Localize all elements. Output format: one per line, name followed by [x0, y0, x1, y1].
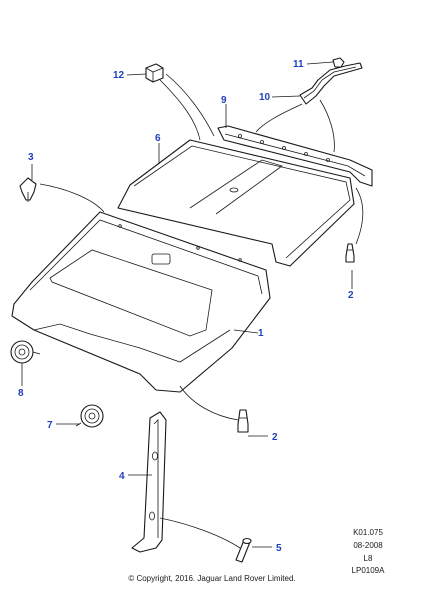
part-2-screw-upper — [345, 243, 355, 263]
callout-12: 12 — [113, 70, 125, 81]
part-8-coil — [10, 340, 41, 364]
callout-11: 11 — [293, 59, 304, 70]
callout-3: 3 — [28, 152, 34, 163]
reference-date: 08-2008 — [353, 541, 383, 550]
part-5-bolt — [235, 537, 252, 563]
callout-5: 5 — [276, 543, 282, 554]
part-11-clip — [332, 57, 345, 68]
callout-7: 7 — [47, 420, 53, 431]
callout-10: 10 — [259, 92, 271, 103]
part-3-push-clip — [19, 177, 37, 202]
part-2-screw-lower — [237, 409, 249, 433]
reference-code: K01.075 — [353, 528, 383, 537]
callout-9: 9 — [221, 95, 227, 106]
callout-1: 1 — [258, 328, 264, 339]
part-4-pillar-trim — [131, 411, 167, 553]
leader-lines — [21, 61, 364, 549]
callout-4: 4 — [119, 471, 125, 482]
callout-2-lower: 2 — [272, 432, 278, 443]
part-9-trim-strip — [217, 125, 373, 187]
copyright-notice: © Copyright, 2016. Jaguar Land Rover Lim… — [128, 574, 296, 583]
part-1-headlining — [11, 211, 271, 393]
part-7-coil — [75, 404, 104, 428]
part-12-clip — [145, 63, 164, 83]
callout-6-label: 6 — [155, 133, 161, 144]
callout-2-upper: 2 — [348, 290, 354, 301]
part-10-bracket — [299, 62, 363, 105]
part-6-headlining-panel — [117, 139, 355, 267]
reference-illustration: LP0109A — [351, 566, 385, 575]
callout-8: 8 — [18, 388, 24, 399]
reference-variant: L8 — [363, 554, 373, 563]
